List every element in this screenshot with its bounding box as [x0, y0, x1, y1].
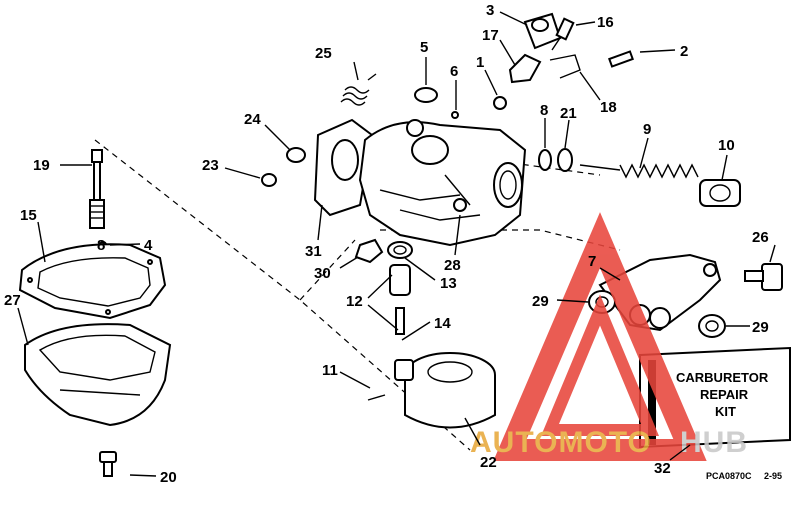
float-bowl-gasket-part: [18, 243, 167, 320]
welch-plug-part: [414, 87, 438, 103]
callout-23: 23: [202, 157, 219, 174]
callout-19: 19: [33, 157, 50, 174]
jet-parts: [354, 238, 413, 335]
leader-lines: [17, 11, 776, 477]
callout-20: 20: [160, 469, 177, 486]
callout-16: 16: [597, 14, 614, 31]
pin-part: [451, 111, 459, 119]
callout-11: 11: [322, 362, 338, 379]
callout-31: 31: [305, 243, 322, 260]
callout-25: 25: [315, 45, 332, 62]
callout-7: 7: [588, 253, 596, 270]
float-bowl-part: [24, 323, 172, 427]
callout-27: 27: [4, 292, 21, 309]
callout-12: 12: [346, 293, 363, 310]
watermark-text-hub: HUB: [680, 426, 748, 459]
callout-2: 2: [680, 43, 688, 60]
kit-line-3: KIT: [715, 404, 736, 419]
callout-1: 1: [476, 54, 484, 71]
callout-8a: 8: [540, 102, 548, 119]
callout-5: 5: [420, 39, 428, 56]
automotohub-watermark: AUTOMOTO HUB: [470, 212, 748, 461]
callout-10: 10: [718, 137, 735, 154]
callout-26: 26: [752, 229, 769, 246]
watermark-triangle-inner: [541, 294, 659, 436]
callout-17: 17: [482, 27, 499, 44]
needle-valve-part: [89, 149, 107, 249]
callout-13: 13: [440, 275, 457, 292]
callout-9: 9: [643, 121, 651, 138]
upper-linkage-parts: [493, 12, 634, 110]
callout-32: 32: [654, 460, 671, 477]
callout-6: 6: [450, 63, 458, 80]
callout-3: 3: [486, 2, 494, 19]
watermark-triangle-outer: [493, 212, 707, 461]
figure-code: PCA0870C: [706, 471, 752, 481]
callout-22: 22: [480, 454, 497, 471]
callout-4: 4: [144, 237, 153, 254]
callout-18: 18: [600, 99, 617, 116]
callout-14: 14: [434, 315, 451, 332]
callout-8b: 8: [97, 237, 105, 254]
callout-24: 24: [244, 111, 261, 128]
callout-30: 30: [314, 265, 331, 282]
callout-21: 21: [560, 105, 577, 122]
kit-line-1: CARBURETOR: [676, 370, 769, 385]
callout-15: 15: [20, 207, 37, 224]
carburetor-body-part: [313, 118, 527, 247]
callout-29a: 29: [532, 293, 549, 310]
figure-date: 2-95: [764, 471, 782, 481]
kit-line-2: REPAIR: [700, 387, 749, 402]
callout-numbers: 3 16 2 17 1 18 25 5 6 8 21 9 10 24 23 19…: [4, 2, 769, 486]
watermark-text-automoto: AUTOMOTO: [470, 426, 652, 459]
washer-23-part: [261, 173, 277, 187]
idle-screw-assembly: [538, 148, 741, 207]
drain-screw-part: [99, 451, 117, 477]
bolt-26-part: [744, 263, 783, 291]
washer-24-part: [286, 147, 306, 163]
callout-29b: 29: [752, 319, 769, 336]
float-part: [367, 352, 496, 429]
callout-28: 28: [444, 257, 461, 274]
spring-part: [340, 73, 377, 106]
